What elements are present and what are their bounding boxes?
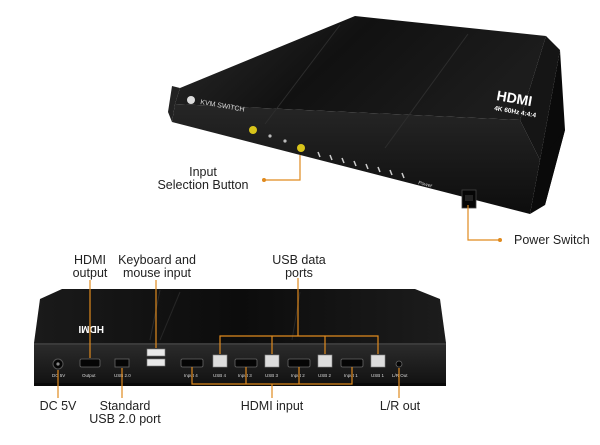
port-label-lr: L/R Out: [392, 373, 408, 378]
callout-usb-data: USB data ports: [264, 254, 334, 280]
port-label-input3: Input 3: [238, 373, 252, 378]
callout-standard-usb: Standard USB 2.0 port: [82, 400, 168, 426]
front-led-7: [365, 163, 369, 170]
mouse-usb-port[interactable]: [146, 358, 166, 367]
usb4-port[interactable]: [212, 354, 228, 368]
callout-standard-usb-line1: Standard: [99, 399, 151, 413]
port-label-usb1: USB 1: [371, 373, 385, 378]
port-label-input4: Input 4: [184, 373, 198, 378]
usb-20-port[interactable]: [114, 358, 130, 368]
port-label-input1: Input 1: [344, 373, 358, 378]
callout-lr-out: L/R out: [372, 400, 428, 413]
keyboard-usb-port[interactable]: [146, 348, 166, 357]
front-kvm-device: KVM SWITCH Power HDMI: [168, 16, 565, 214]
lr-out-port[interactable]: [395, 360, 403, 368]
hdmi-input4-port[interactable]: [180, 358, 204, 368]
front-led-2: [283, 139, 287, 143]
callout-hdmi-output: HDMI output: [64, 254, 116, 280]
callout-hdmi-input-text: HDMI input: [240, 399, 304, 413]
usb3-port[interactable]: [264, 354, 280, 368]
callout-usb-data-line2: ports: [285, 266, 313, 280]
input-selection-button-2[interactable]: [297, 144, 305, 152]
power-switch-rocker: [465, 195, 473, 201]
front-led-10: [401, 172, 405, 179]
front-led-1: [268, 134, 272, 138]
callout-input-selection-line1: Input: [189, 165, 217, 179]
callout-keyboard-mouse-line2: mouse input: [122, 266, 192, 280]
callout-keyboard-mouse: Keyboard and mouse input: [112, 254, 202, 280]
front-led-4: [329, 154, 333, 161]
port-label-usb4: USB 4: [213, 373, 227, 378]
rear-hdmi-logo-text: HDMI: [78, 323, 104, 334]
front-led-5: [341, 157, 345, 164]
hdmi-input3-port[interactable]: [234, 358, 258, 368]
callout-hdmi-output-line1: HDMI: [74, 253, 106, 267]
hdmi-input1-port[interactable]: [340, 358, 364, 368]
port-label-output: Output: [82, 373, 96, 378]
usb1-port[interactable]: [370, 354, 386, 368]
power-indicator-icon: [187, 96, 195, 104]
callout-standard-usb-line2: USB 2.0 port: [89, 412, 161, 426]
callout-dc-5v-text: DC 5V: [39, 399, 77, 413]
hdmi-output-port[interactable]: [79, 358, 101, 368]
front-button-row: [249, 126, 405, 179]
hdmi-input2-port[interactable]: [287, 358, 311, 368]
front-led-8: [377, 166, 381, 173]
callout-keyboard-mouse-line1: Keyboard and: [118, 253, 196, 267]
front-led-3: [317, 151, 321, 158]
port-label-input2: Input 2: [291, 373, 305, 378]
front-led-6: [353, 160, 357, 167]
input-selection-button[interactable]: [249, 126, 257, 134]
port-label-usb20: USB 2.0: [114, 373, 131, 378]
callout-power-switch-text: Power Switch: [514, 233, 590, 247]
callout-hdmi-input: HDMI input: [232, 400, 312, 413]
front-hdmi-logo: HDMI: [495, 87, 533, 109]
callout-usb-data-line1: USB data: [272, 253, 326, 267]
callout-dc-5v: DC 5V: [30, 400, 86, 413]
port-label-usb3: USB 3: [265, 373, 279, 378]
callout-input-selection: Input Selection Button: [148, 166, 258, 192]
port-label-usb2: USB 2: [318, 373, 332, 378]
usb2-port[interactable]: [317, 354, 333, 368]
front-power-label: Power: [418, 180, 434, 189]
callout-lr-out-text: L/R out: [379, 399, 421, 413]
callout-hdmi-output-line2: output: [72, 266, 108, 280]
callout-power-switch: Power Switch: [514, 234, 590, 247]
callout-lines: [57, 155, 502, 398]
rear-kvm-device: HDMI DC 5V Output USB 2.0 Input 4 USB 4: [34, 289, 446, 386]
front-led-9: [389, 169, 393, 176]
callout-input-selection-line2: Selection Button: [157, 178, 249, 192]
port-label-dc: DC 5V: [52, 373, 65, 378]
